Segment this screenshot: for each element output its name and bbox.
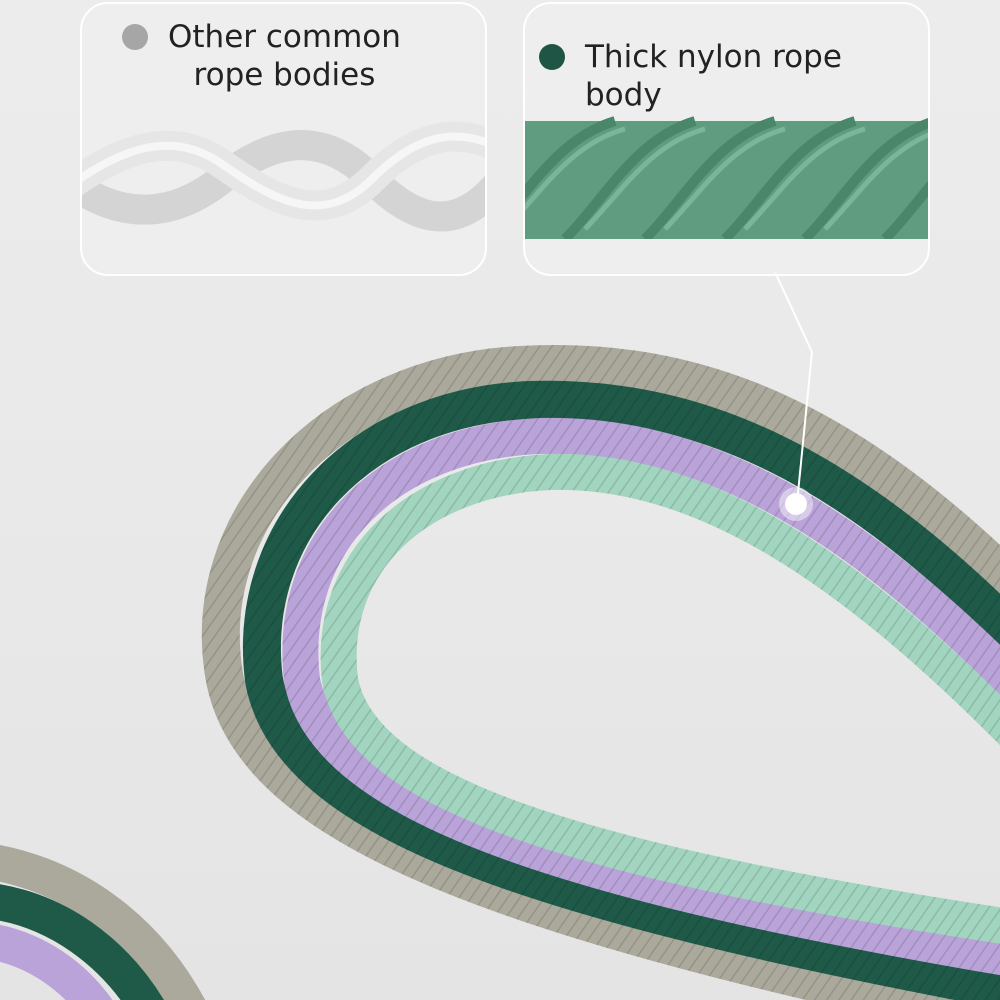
green-dot-icon xyxy=(539,44,565,70)
other-rope-label-line2: rope bodies xyxy=(193,57,376,93)
bottom-khaki-rope xyxy=(0,845,206,1000)
nylon-rope-label: Thick nylon rope body xyxy=(539,38,928,114)
bottom-lavender-rope xyxy=(0,925,113,1000)
thin-twisted-rope-image xyxy=(82,121,485,232)
nylon-rope-label-text: Thick nylon rope body xyxy=(585,39,842,113)
gray-dot-icon xyxy=(122,24,148,50)
thick-twisted-rope-image xyxy=(525,116,928,239)
callout-line xyxy=(774,271,813,353)
nylon-rope-panel: Thick nylon rope body xyxy=(523,2,930,276)
other-rope-label-line1: Other common xyxy=(168,19,401,55)
bottom-green-rope xyxy=(0,884,164,1000)
